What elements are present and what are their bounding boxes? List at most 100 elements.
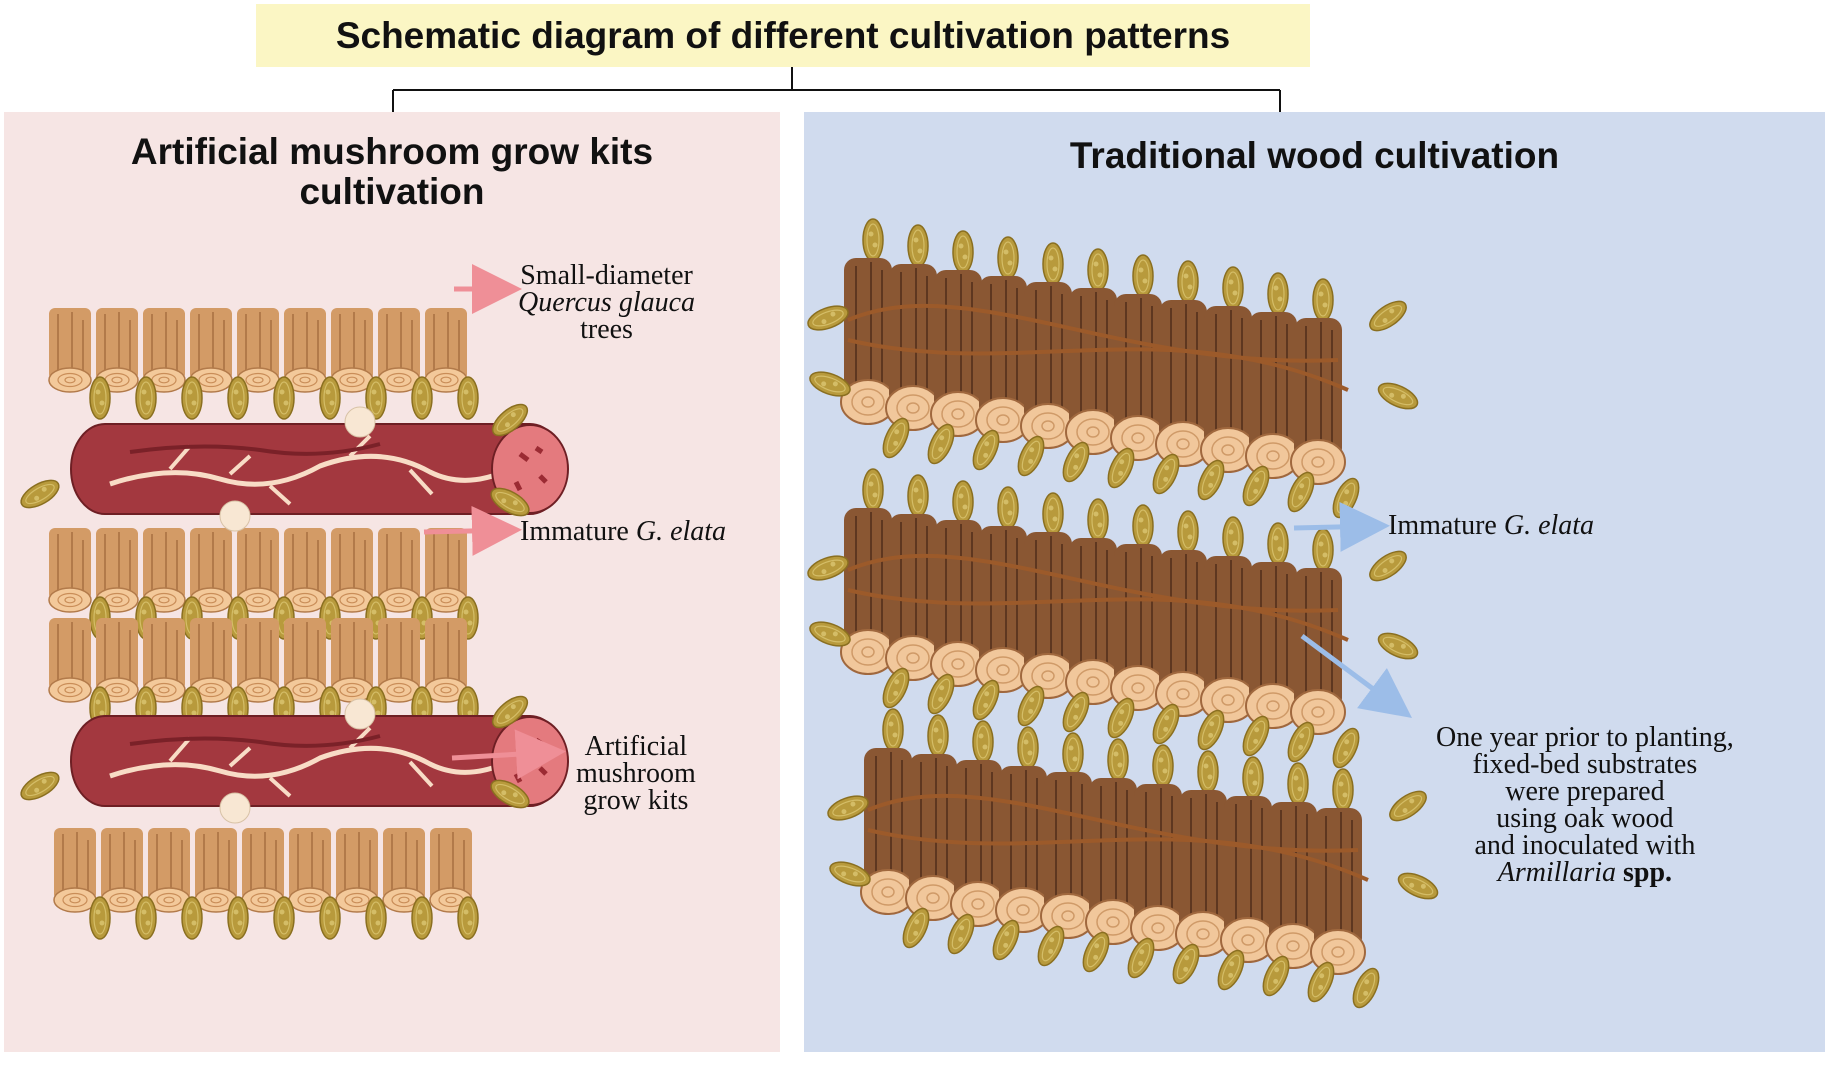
gastrodia-tuber [1312, 278, 1334, 322]
gastrodia-tuber [365, 896, 387, 940]
gastrodia-tuber [1042, 492, 1064, 536]
left-heading-line2: cultivation [299, 171, 485, 212]
small-oak-stump [283, 307, 327, 393]
oak-log [1245, 561, 1301, 729]
gastrodia-tuber [927, 714, 949, 758]
gastrodia-tuber [1222, 266, 1244, 310]
oak-log [1065, 537, 1121, 705]
small-oak-stump [377, 307, 421, 393]
gastrodia-tuber [1132, 254, 1154, 298]
small-oak-stump [147, 827, 191, 913]
gastrodia-tuber [227, 376, 249, 420]
gastrodia-tuber [1364, 545, 1412, 587]
small-oak-stump [424, 617, 468, 703]
oak-log [1020, 531, 1076, 699]
gastrodia-tuber [181, 376, 203, 420]
oak-log [975, 525, 1031, 693]
artificial-kit-illustration [16, 307, 568, 940]
wood-cultivation-illustration [804, 218, 1443, 1013]
small-oak-stump [241, 827, 285, 913]
gastrodia-tuber [457, 376, 479, 420]
gastrodia-tuber [1177, 260, 1199, 304]
oak-log [975, 275, 1031, 443]
oak-log [995, 765, 1051, 933]
label-substrate-note: One year prior to planting, fixed-bed su… [1436, 722, 1734, 888]
gastrodia-tuber [907, 224, 929, 268]
small-oak-stump [377, 527, 421, 613]
gastrodia-tuber [411, 376, 433, 420]
gastrodia-tuber [952, 480, 974, 524]
gastrodia-tuber [1042, 242, 1064, 286]
small-oak-stump [377, 617, 421, 703]
label-immature-g-elata-right: Immature G. elata [1388, 510, 1595, 541]
gastrodia-tuber [1132, 504, 1154, 548]
oak-log [1085, 777, 1141, 945]
small-oak-stump [48, 617, 92, 703]
diagram-title: Schematic diagram of different cultivati… [335, 14, 1231, 56]
small-oak-stump [194, 827, 238, 913]
gastrodia-tuber [1267, 522, 1289, 566]
gastrodia-tuber [1242, 756, 1264, 800]
oak-log [1155, 299, 1211, 467]
pink-arrow-immature [423, 505, 522, 556]
oak-log [1130, 783, 1186, 951]
oak-log [1065, 287, 1121, 455]
gastrodia-tuber [907, 474, 929, 518]
small-oak-stump [330, 617, 374, 703]
gastrodia-tuber [89, 376, 111, 420]
gastrodia-tuber [457, 896, 479, 940]
gastrodia-tuber [862, 468, 884, 512]
oak-log [1175, 789, 1231, 957]
blue-arrow-immature [1293, 501, 1390, 552]
left-panel-heading: Artificial mushroom grow kits cultivatio… [4, 132, 780, 212]
gastrodia-tuber [1222, 516, 1244, 560]
label-artificial-kits: Artificial mushroom grow kits [576, 731, 696, 816]
gastrodia-tuber [972, 720, 994, 764]
small-oak-stump [330, 527, 374, 613]
gastrodia-tuber [1177, 510, 1199, 554]
oak-log [1155, 549, 1211, 717]
gastrodia-tuber [89, 896, 111, 940]
gastrodia-tuber [319, 376, 341, 420]
gastrodia-tuber [1062, 732, 1084, 776]
gastrodia-tuber [1287, 762, 1309, 806]
gastrodia-tuber [273, 376, 295, 420]
gastrodia-tuber [1393, 867, 1443, 905]
binding-rope [847, 303, 1349, 392]
gastrodia-tuber [16, 474, 64, 514]
label-small-diameter-trees: Small-diameter Quercus glauca trees [518, 260, 696, 345]
gastrodia-tuber [411, 896, 433, 940]
gastrodia-tuber [135, 376, 157, 420]
gastrodia-tuber [1364, 295, 1412, 337]
oak-log [1020, 281, 1076, 449]
small-oak-stump [283, 617, 327, 703]
gastrodia-tuber [1197, 750, 1219, 794]
gastrodia-tuber [273, 896, 295, 940]
title-connector [392, 67, 1281, 112]
label-immature-g-elata-left: Immature G. elata [520, 516, 727, 547]
gastrodia-tuber [1384, 785, 1432, 827]
gastrodia-tuber [1347, 963, 1385, 1013]
gastrodia-tuber [135, 896, 157, 940]
oak-log [1245, 311, 1301, 479]
gastrodia-tuber [952, 230, 974, 274]
gastrodia-tuber [882, 708, 904, 752]
gastrodia-tuber [1373, 377, 1423, 415]
gastrodia-tuber [1087, 498, 1109, 542]
oak-log [1200, 305, 1256, 473]
gastrodia-tuber [319, 896, 341, 940]
gastrodia-tuber [862, 218, 884, 262]
gastrodia-tuber [1332, 768, 1354, 812]
gastrodia-tuber [1373, 627, 1423, 665]
gastrodia-tuber [1152, 744, 1174, 788]
small-oak-stump [424, 527, 468, 613]
label-armillaria: Armillaria [1497, 857, 1616, 888]
gastrodia-tuber [16, 766, 64, 806]
gastrodia-tuber [1312, 528, 1334, 572]
small-oak-stump [283, 527, 327, 613]
pink-arrow-kits [451, 729, 566, 780]
right-panel-heading: Traditional wood cultivation [1069, 135, 1560, 176]
gastrodia-tuber [181, 896, 203, 940]
oak-log [1110, 543, 1166, 711]
